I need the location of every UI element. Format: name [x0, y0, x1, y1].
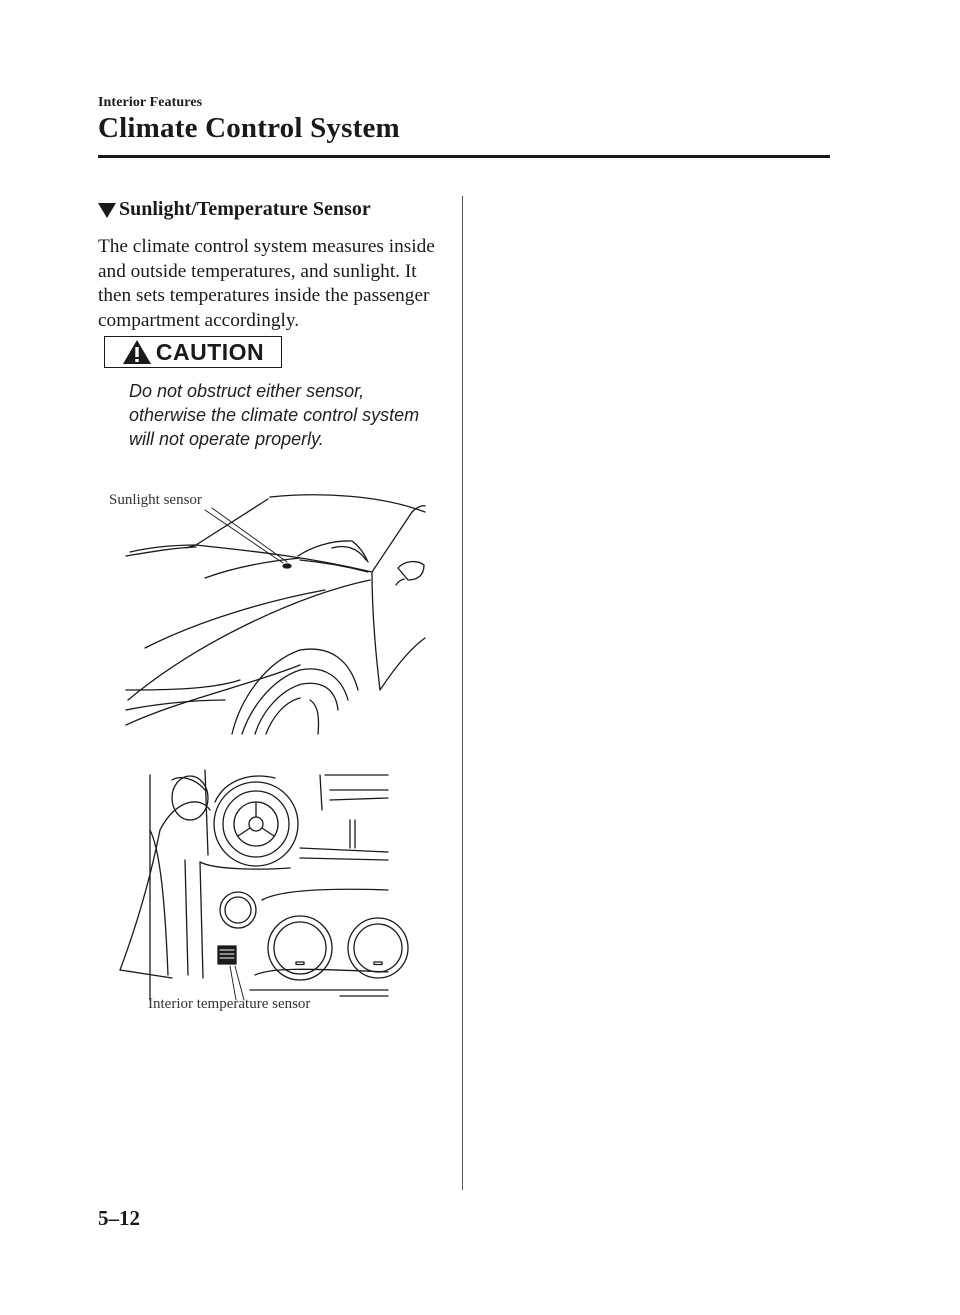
column-divider [462, 196, 463, 1190]
warning-icon [122, 340, 151, 364]
interior-temperature-sensor-label: Interior temperature sensor [148, 996, 311, 1012]
section-label: Interior Features [98, 95, 203, 110]
subheading: Sunlight/Temperature Sensor [98, 198, 371, 221]
title-rule [98, 155, 830, 158]
page-number: 5–12 [98, 1206, 140, 1230]
subheading-text: Sunlight/Temperature Sensor [119, 198, 371, 220]
page-title: Climate Control System [98, 112, 400, 144]
body-paragraph: The climate control system measures insi… [98, 236, 435, 331]
triangle-bullet-icon [98, 202, 116, 218]
caution-text: Do not obstruct either sensor, otherwise… [129, 381, 420, 449]
caution-box: CAUTION [104, 336, 282, 368]
sunlight-sensor-label: Sunlight sensor [109, 492, 202, 508]
caution-label: CAUTION [155, 338, 265, 365]
